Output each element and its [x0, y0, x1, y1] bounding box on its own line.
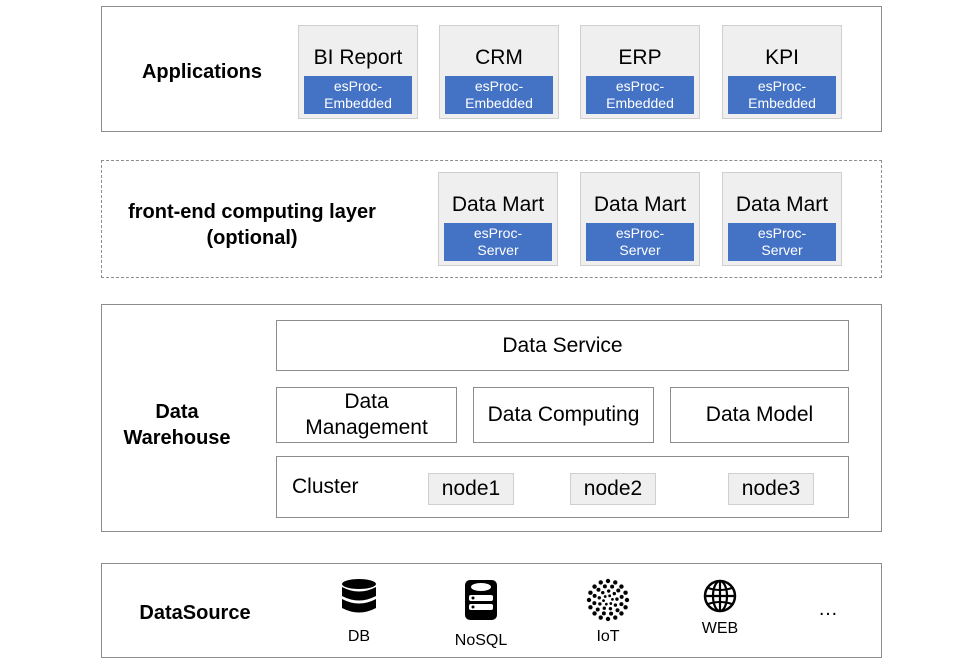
data-mart-card-1: Data Mart esProc- Server: [438, 172, 558, 266]
datasource-iot: IoT: [563, 578, 653, 646]
cluster-label: Cluster: [292, 475, 359, 498]
datasource-more: …: [818, 598, 838, 620]
datasource-iot-label: IoT: [596, 628, 620, 645]
frontend-layer: front-end computing layer (optional) Dat…: [101, 160, 882, 278]
app-card-erp: ERP esProc- Embedded: [580, 25, 700, 119]
database-icon: [342, 579, 376, 613]
data-service-box: Data Service: [276, 320, 849, 371]
app-card-name: CRM: [475, 46, 523, 69]
datasource-nosql: NoSQL: [436, 578, 526, 650]
esproc-embedded-tag: esProc- Embedded: [304, 76, 412, 114]
frontend-title-line2: (optional): [206, 227, 298, 249]
datasource-web-label: WEB: [701, 620, 739, 637]
warehouse-title: Data Warehouse: [112, 399, 242, 451]
esproc-server-tag: esProc- Server: [586, 223, 694, 261]
warehouse-title-line2: Warehouse: [123, 427, 231, 449]
esproc-server-tag: esProc- Server: [728, 223, 836, 261]
data-mart-card-3: Data Mart esProc- Server: [722, 172, 842, 266]
cluster-node-2: node2: [570, 473, 656, 505]
datasource-db: DB: [314, 578, 404, 646]
data-model-box: Data Model: [670, 387, 849, 443]
applications-title: Applications: [141, 61, 262, 83]
datasource-db-label: DB: [347, 628, 371, 645]
globe-icon: [703, 579, 737, 613]
cluster-node-3: node3: [728, 473, 814, 505]
app-card-bi-report: BI Report esProc- Embedded: [298, 25, 418, 119]
nosql-icon: [465, 580, 497, 620]
data-mart-name: Data Mart: [451, 193, 545, 216]
datasource-nosql-label: NoSQL: [454, 632, 508, 649]
warehouse-layer: Data Warehouse Data Service Data Managem…: [101, 304, 882, 532]
datasource-title: DataSource: [139, 602, 251, 624]
applications-layer: Applications BI Report esProc- Embedded …: [101, 6, 882, 132]
iot-icon: [586, 578, 630, 622]
frontend-title-line1: front-end computing layer: [128, 201, 376, 223]
data-mart-card-2: Data Mart esProc- Server: [580, 172, 700, 266]
frontend-title: front-end computing layer (optional): [102, 199, 402, 251]
esproc-embedded-tag: esProc- Embedded: [728, 76, 836, 114]
esproc-embedded-tag: esProc- Embedded: [445, 76, 553, 114]
app-card-crm: CRM esProc- Embedded: [439, 25, 559, 119]
data-mart-name: Data Mart: [593, 193, 687, 216]
data-mart-name: Data Mart: [735, 193, 829, 216]
esproc-server-tag: esProc- Server: [444, 223, 552, 261]
esproc-embedded-tag: esProc- Embedded: [586, 76, 694, 114]
app-card-kpi: KPI esProc- Embedded: [722, 25, 842, 119]
cluster-node-1: node1: [428, 473, 514, 505]
app-card-name: ERP: [618, 46, 662, 69]
app-card-name: KPI: [765, 46, 799, 69]
datasource-web: WEB: [675, 578, 765, 638]
data-computing-box: Data Computing: [473, 387, 654, 443]
datasource-layer: DataSource DB NoSQL IoT: [101, 563, 882, 658]
app-card-name: BI Report: [313, 46, 403, 69]
cluster-box: Cluster node1 node2 node3: [276, 456, 849, 518]
data-management-box: Data Management: [276, 387, 457, 443]
warehouse-title-line1: Data: [155, 401, 199, 423]
